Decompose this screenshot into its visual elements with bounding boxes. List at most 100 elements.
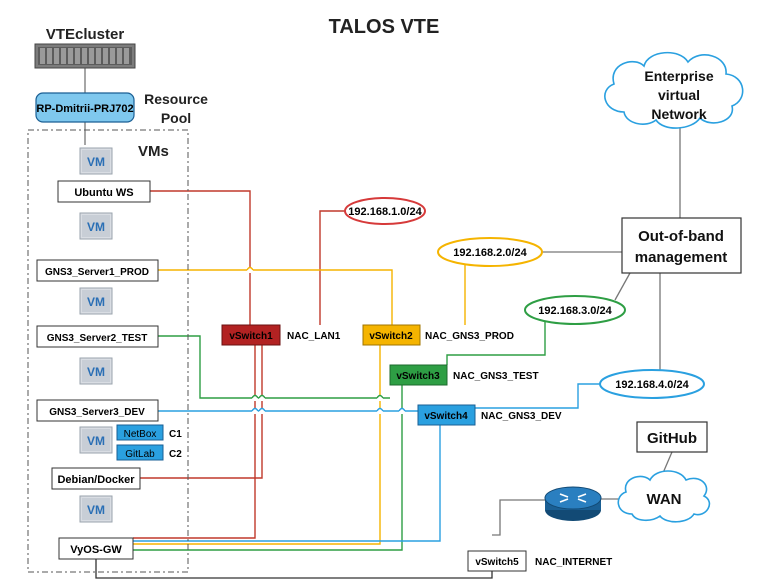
- vswitch-nac: NAC_LAN1: [287, 331, 341, 342]
- oob-to-subnet3-line: [614, 272, 631, 301]
- vswitch2-to-vyos-line: [133, 345, 381, 545]
- enterprise-label-3: Network: [651, 106, 706, 122]
- subnet-cidr: 192.168.2.0/24: [453, 247, 527, 259]
- vm-name: Ubuntu WS: [74, 187, 133, 199]
- vswitch1-to-subnet1-line: [319, 210, 346, 325]
- vms-label: VMs: [138, 143, 169, 160]
- vm-icon-label: VM: [87, 434, 105, 448]
- subnet-192-168-4: 192.168.4.0/24: [599, 369, 705, 399]
- vswitch4-to-subnet4-line: [475, 383, 600, 409]
- vswitch1-to-debian-line: [140, 345, 263, 479]
- vswitch-name: vSwitch2: [369, 331, 413, 342]
- vm-name: GNS3_Server2_TEST: [47, 333, 148, 344]
- vswitch-nac: NAC_GNS3_PROD: [425, 331, 514, 342]
- server-rack-icon: [34, 43, 136, 69]
- test-server-to-vswitch3-line: [158, 335, 390, 399]
- enterprise-cloud-icon: [604, 51, 744, 129]
- github-box[interactable]: GitHub: [636, 421, 708, 453]
- container-gitlab[interactable]: GitLab C2: [116, 444, 182, 461]
- vswitch-name: vSwitch3: [396, 371, 440, 382]
- vm-ubuntu[interactable]: Ubuntu WS: [57, 180, 151, 203]
- oob-label-1: Out-of-band: [638, 228, 724, 245]
- prod-server-to-vswitch2-line: [158, 269, 393, 325]
- container-netbox[interactable]: NetBox C1: [116, 424, 182, 441]
- wan-cloud-icon: [617, 470, 711, 523]
- router-icon: [544, 486, 602, 521]
- red-lan1-lines: [133, 190, 346, 539]
- subnet-192-168-3: 192.168.3.0/24: [524, 295, 626, 325]
- vyos-to-vswitch5-line: [95, 548, 493, 579]
- green-test-lines: [133, 322, 546, 551]
- vm-icon-label: VM: [87, 503, 105, 517]
- vswitch4-to-vyos-line: [133, 425, 441, 542]
- crossing-mark: [259, 408, 265, 414]
- vm-gns3-server2-test[interactable]: GNS3_Server2_TEST: [36, 325, 159, 348]
- crossing-mark: [377, 395, 383, 401]
- vswitch-nac: NAC_GNS3_TEST: [453, 371, 539, 382]
- vms-group-border: [27, 129, 189, 573]
- vm-icon: VM: [79, 357, 113, 385]
- container-tag: C1: [169, 429, 182, 440]
- vm-icon: VM: [79, 287, 113, 315]
- yellow-prod-lines: [133, 262, 466, 545]
- subnet-192-168-2: 192.168.2.0/24: [437, 237, 543, 267]
- vm-icon: VM: [79, 212, 113, 240]
- vm-gns3-server1-prod[interactable]: GNS3_Server1_PROD: [36, 259, 159, 282]
- github-label: GitHub: [647, 430, 697, 447]
- enterprise-label-2: virtual: [658, 87, 700, 103]
- vswitch3-to-vyos-line: [133, 385, 403, 551]
- subnet-cidr: 192.168.4.0/24: [615, 379, 689, 391]
- vm-icon: VM: [79, 147, 113, 175]
- crossing-mark: [399, 408, 405, 414]
- oob-label-2: management: [635, 249, 728, 266]
- diagram-title: TALOS VTE: [329, 16, 440, 38]
- subnet-cidr: 192.168.3.0/24: [538, 305, 612, 317]
- vswitch-nac: NAC_INTERNET: [535, 557, 612, 568]
- subnet-192-168-1: 192.168.1.0/24: [344, 197, 426, 225]
- vswitch2[interactable]: vSwitch2 NAC_GNS3_PROD: [362, 324, 514, 346]
- vm-icon-label: VM: [87, 220, 105, 234]
- container-tag: C2: [169, 449, 182, 460]
- vm-icon-label: VM: [87, 155, 105, 169]
- cluster-label: VTEcluster: [46, 26, 125, 43]
- resource-pool-box: [35, 92, 135, 123]
- oob-management-box[interactable]: Out-of-band management: [621, 217, 742, 274]
- subnet-cidr: 192.168.1.0/24: [348, 206, 422, 218]
- vswitch-name: vSwitch4: [424, 411, 468, 422]
- vswitch-name: vSwitch5: [475, 557, 519, 568]
- vm-icon: VM: [79, 426, 113, 454]
- resource-pool-name: RP-Dmitrii-PRJ702: [36, 103, 133, 115]
- vm-icon-label: VM: [87, 295, 105, 309]
- vm-debian-docker[interactable]: Debian/Docker: [51, 467, 141, 490]
- vm-icons: VM VM VM VM VM VM: [79, 147, 113, 523]
- vswitch-name: vSwitch1: [229, 331, 273, 342]
- crossing-mark: [252, 395, 258, 401]
- container-name: NetBox: [124, 429, 157, 440]
- vm-icon-label: VM: [87, 365, 105, 379]
- container-name: GitLab: [125, 449, 155, 460]
- vm-icon: VM: [79, 495, 113, 523]
- blue-dev-lines: [133, 383, 600, 542]
- ubuntu-to-vswitch1-line: [150, 190, 251, 325]
- vm-gns3-server3-dev[interactable]: GNS3_Server3_DEV: [36, 399, 159, 422]
- vswitch4[interactable]: vSwitch4 NAC_GNS3_DEV: [417, 404, 562, 426]
- resource-pool-label-1: Resource: [144, 91, 208, 107]
- router-to-vswitch5-line: [492, 499, 547, 536]
- vm-name: GNS3_Server1_PROD: [45, 267, 149, 278]
- vswitch3[interactable]: vSwitch3 NAC_GNS3_TEST: [389, 364, 539, 386]
- vswitch1[interactable]: vSwitch1 NAC_LAN1: [221, 324, 341, 346]
- wan-label: WAN: [647, 491, 682, 508]
- vm-vyos-gw[interactable]: VyOS-GW: [58, 537, 134, 560]
- crossing-mark: [259, 395, 265, 401]
- vswitch3-to-subnet3-line: [446, 322, 546, 365]
- enterprise-label-1: Enterprise: [644, 68, 713, 84]
- vswitch-nac: NAC_GNS3_DEV: [481, 411, 562, 422]
- crossing-mark: [247, 267, 253, 273]
- vswitch1-to-vyos-line: [133, 345, 256, 539]
- vswitch5[interactable]: vSwitch5 NAC_INTERNET: [467, 550, 612, 572]
- vm-name: VyOS-GW: [70, 544, 122, 556]
- vm-name: GNS3_Server3_DEV: [49, 407, 145, 418]
- crossing-mark: [377, 408, 383, 414]
- crossing-mark: [252, 408, 258, 414]
